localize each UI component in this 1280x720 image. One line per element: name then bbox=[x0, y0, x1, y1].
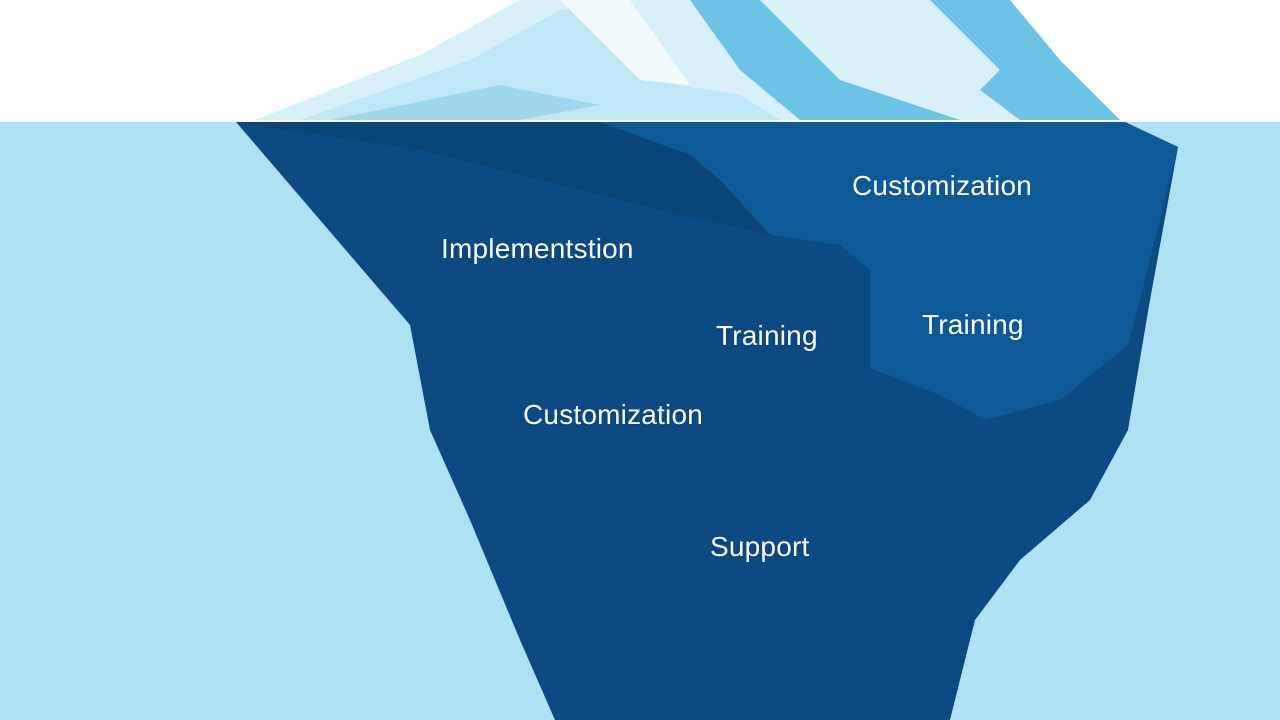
label-customization-center: Customization bbox=[523, 399, 704, 430]
iceberg-underwater bbox=[236, 122, 1178, 720]
label-implementation: Implementstion bbox=[441, 233, 634, 264]
label-support: Support bbox=[710, 531, 810, 562]
iceberg-tip bbox=[255, 0, 1120, 120]
label-training-center: Training bbox=[716, 320, 818, 351]
label-customization-right: Customization bbox=[852, 170, 1033, 201]
label-training-right: Training bbox=[922, 309, 1024, 340]
